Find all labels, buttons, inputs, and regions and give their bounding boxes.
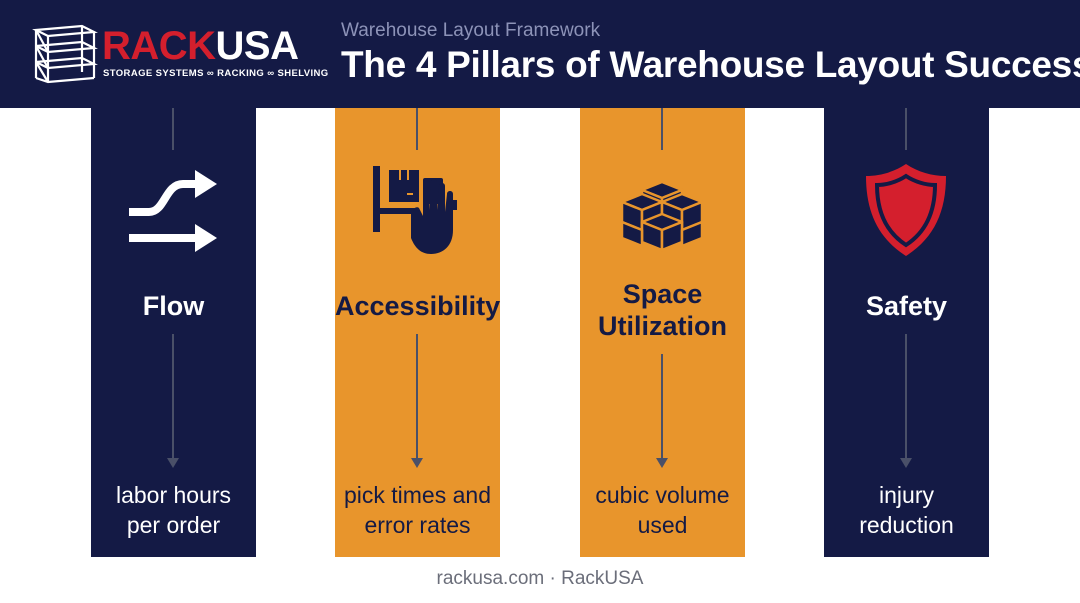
connector-line	[661, 354, 663, 458]
pillar-accessibility: Accessibility pick times and error rates	[335, 108, 500, 557]
pillar-name: Safety	[865, 291, 948, 321]
top-connector	[661, 108, 663, 150]
stacked-cubes-icon	[620, 180, 704, 252]
page-title: The 4 Pillars of Warehouse Layout Succes…	[341, 44, 1080, 85]
pillar-name: Space Utilization	[598, 279, 727, 341]
pillar-metric: labor hours per order	[115, 482, 232, 538]
connector-line	[416, 334, 418, 458]
connector-line	[905, 334, 907, 458]
connector-arrowhead	[656, 458, 668, 468]
shield-icon	[866, 164, 946, 256]
connector-line	[172, 334, 174, 458]
brand-usa: USA	[215, 24, 299, 68]
brand-tagline: STORAGE SYSTEMS ∞ RACKING ∞ SHELVING	[103, 68, 329, 79]
flow-arrows-icon	[129, 170, 217, 252]
pillar-metric: pick times and error rates	[343, 482, 491, 538]
footer-credit[interactable]: rackusa.com · RackUSA	[436, 568, 644, 589]
pillar-safety: Safety injury reduction	[824, 108, 989, 557]
connector-arrowhead	[411, 458, 423, 468]
brand-rack: RACK	[102, 24, 216, 68]
top-connector	[172, 108, 174, 150]
connector-arrowhead	[900, 458, 912, 468]
top-connector	[905, 108, 907, 150]
header-kicker: Warehouse Layout Framework	[341, 20, 601, 41]
top-connector	[416, 108, 418, 150]
rack-shelving-icon	[32, 24, 98, 84]
pillar-metric: cubic volume used	[595, 482, 730, 538]
pillar-name: Accessibility	[335, 291, 501, 321]
header-banner: RACKUSA STORAGE SYSTEMS ∞ RACKING ∞ SHEL…	[0, 0, 1080, 108]
pillar-space-utilization: Space Utilization cubic volume used	[580, 108, 745, 557]
brand-name: RACKUSA	[102, 26, 299, 66]
pillar-flow: Flow labor hours per order	[91, 108, 256, 557]
connector-arrowhead	[167, 458, 179, 468]
rackusa-logo[interactable]: RACKUSA STORAGE SYSTEMS ∞ RACKING ∞ SHEL…	[28, 22, 328, 86]
pillar-metric: injury reduction	[859, 482, 954, 538]
hand-reach-box-icon	[373, 166, 457, 254]
pillar-name: Flow	[142, 291, 205, 321]
